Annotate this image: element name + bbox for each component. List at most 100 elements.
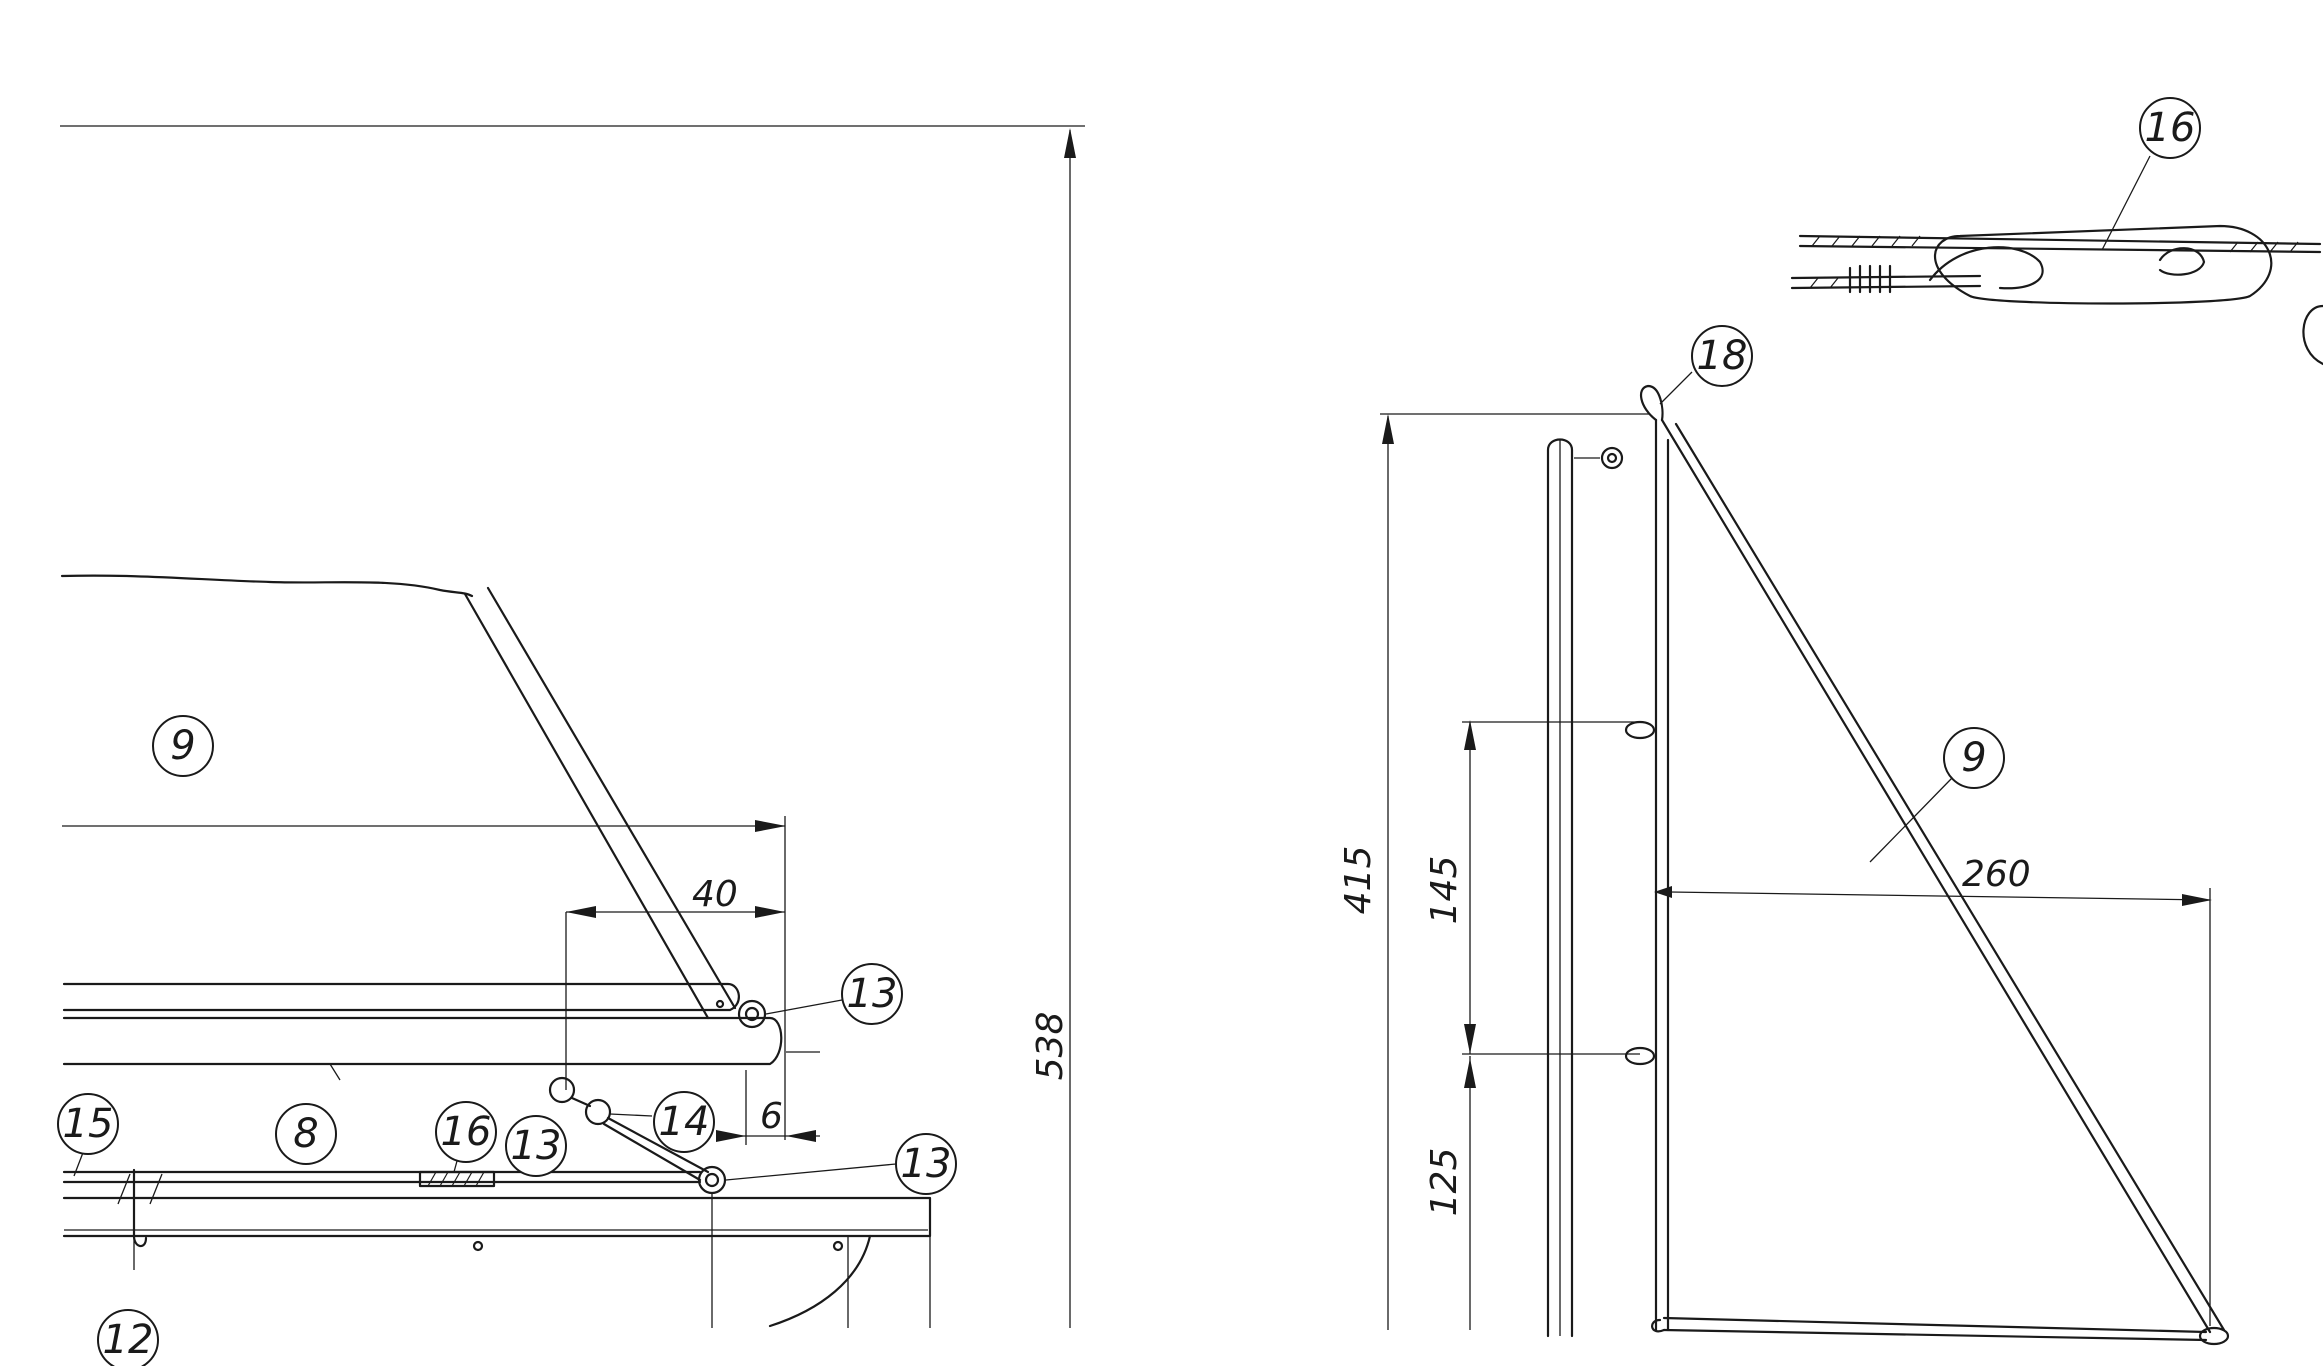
callout-partial: 12 [103, 1317, 154, 1363]
leader-13-lower [726, 1164, 896, 1180]
callout-16-left-circle [435, 1101, 497, 1163]
middle-rail [64, 1018, 781, 1064]
dim-145-arrow-bottom [1464, 1024, 1476, 1054]
detail-16-loop-2 [2160, 248, 2204, 274]
dim-260-text: 260 [1962, 854, 2031, 895]
side-loop-lower [1624, 1046, 1656, 1066]
leader-18 [1660, 372, 1692, 404]
dim-415-text: 415 [1338, 846, 1379, 915]
callout-13-lower-circle [895, 1133, 957, 1195]
strut-right-edge [488, 588, 735, 1008]
leader-14 [610, 1114, 652, 1116]
dim-145-text: 145 [1424, 856, 1465, 925]
detail-16-hatch [1810, 236, 2298, 288]
dim-260-line [1670, 892, 2210, 900]
upper-rail [64, 984, 739, 1010]
callout-18-circle [1691, 325, 1753, 387]
chain-wire [608, 1118, 708, 1172]
leader-13-upper [766, 1000, 842, 1014]
ring-upper [737, 999, 767, 1029]
callout-16-left: 16 [441, 1109, 492, 1155]
callout-18: 18 [1697, 333, 1748, 379]
sail-foot-2 [1664, 1330, 2206, 1340]
callout-13-middle-circle [505, 1115, 567, 1177]
callout-15: 15 [63, 1101, 114, 1147]
bottom-left-hook [1652, 1320, 1664, 1331]
detail-16-rope-top-2 [1800, 246, 2320, 252]
dim-125-arrow-top [1464, 1058, 1476, 1088]
strut-pin [715, 999, 725, 1009]
screw-2 [832, 1240, 844, 1252]
eye-screw [1600, 446, 1624, 470]
detail-16-body [1935, 226, 2271, 304]
callout-14: 14 [659, 1099, 710, 1145]
sail-foot [1664, 1318, 2206, 1332]
callout-15-circle [57, 1093, 119, 1155]
chain-wire-2 [604, 1124, 700, 1180]
base-board [64, 1198, 930, 1236]
leader-16-right [2102, 156, 2150, 250]
ring-lower-inner [704, 1172, 720, 1188]
hook-15-diag-1 [118, 1174, 130, 1204]
dim-538-arrow-top [1064, 128, 1076, 158]
base-curve [770, 1236, 870, 1326]
strut-left-edge [465, 594, 708, 1018]
ring-lower [697, 1165, 727, 1195]
dim-145-arrow-top [1464, 720, 1476, 750]
callout-16-right-circle [2139, 97, 2201, 159]
dim-125-text: 125 [1424, 1148, 1465, 1217]
detail-16: 16 [1792, 97, 2323, 364]
callout-partial-circle [97, 1309, 159, 1366]
callout-16-right: 16 [2145, 105, 2196, 151]
cloth-top-edge [62, 576, 472, 596]
callout-9-right-circle [1943, 727, 2005, 789]
dim-40-arrow-left [566, 906, 596, 918]
detail-16-rope-low-2 [1792, 286, 1980, 288]
left-view: 9 13 13 13 14 15 16 8 12 40 6 538 [57, 126, 1085, 1366]
callout-9-left: 9 [170, 723, 195, 769]
callout-13-upper-circle [841, 963, 903, 1025]
detail-16-loop [1930, 247, 2043, 288]
callout-8-circle [275, 1103, 337, 1165]
chain-ring-2 [584, 1098, 612, 1126]
detail-16-rope-low [1792, 276, 1980, 278]
dim-260-arrow-right [2182, 894, 2212, 906]
side-loop-upper [1624, 720, 1656, 740]
dim-6-arrow-left [716, 1130, 746, 1142]
dim-415-arrow-top [1382, 414, 1394, 444]
top-hook [1641, 386, 1662, 420]
dim-upper-arrow [755, 820, 786, 832]
dim-40-text: 40 [692, 874, 738, 915]
clip-16 [420, 1172, 494, 1186]
leader-8 [330, 1064, 340, 1080]
callout-14-circle [653, 1091, 715, 1153]
dim-40-arrow-right [755, 906, 785, 918]
right-view: 16 415 145 125 [1338, 97, 2323, 1346]
clip-16-hatch [428, 1172, 484, 1186]
callout-13-lower: 13 [901, 1141, 952, 1187]
leader-9-right [1870, 778, 1952, 862]
partial-callout-right-edge [2303, 306, 2323, 364]
screw-1 [472, 1240, 484, 1252]
eye-screw-inner [1606, 452, 1618, 464]
dim-6-text: 6 [760, 1096, 783, 1137]
hook-15-diag-2 [150, 1174, 162, 1204]
chain-link [572, 1098, 590, 1106]
callout-9-right: 9 [1961, 735, 1986, 781]
callout-13-middle: 13 [511, 1123, 562, 1169]
detail-16-rope-top [1800, 236, 2320, 244]
side-marker [1654, 886, 1672, 898]
callout-13-upper: 13 [847, 971, 898, 1017]
sail-hypotenuse [1662, 420, 2210, 1332]
dim-6-arrow-right [786, 1130, 816, 1142]
pole [1548, 440, 1572, 1337]
detail-16-coil [1850, 266, 1890, 292]
sail-hypotenuse-2 [1676, 424, 2224, 1330]
callout-9-left-circle [152, 715, 214, 777]
callout-8: 8 [293, 1111, 318, 1157]
dim-538-text: 538 [1030, 1012, 1071, 1081]
bottom-ring [2198, 1326, 2230, 1346]
ring-upper-inner [744, 1006, 760, 1022]
chain-ring-1 [548, 1076, 576, 1104]
